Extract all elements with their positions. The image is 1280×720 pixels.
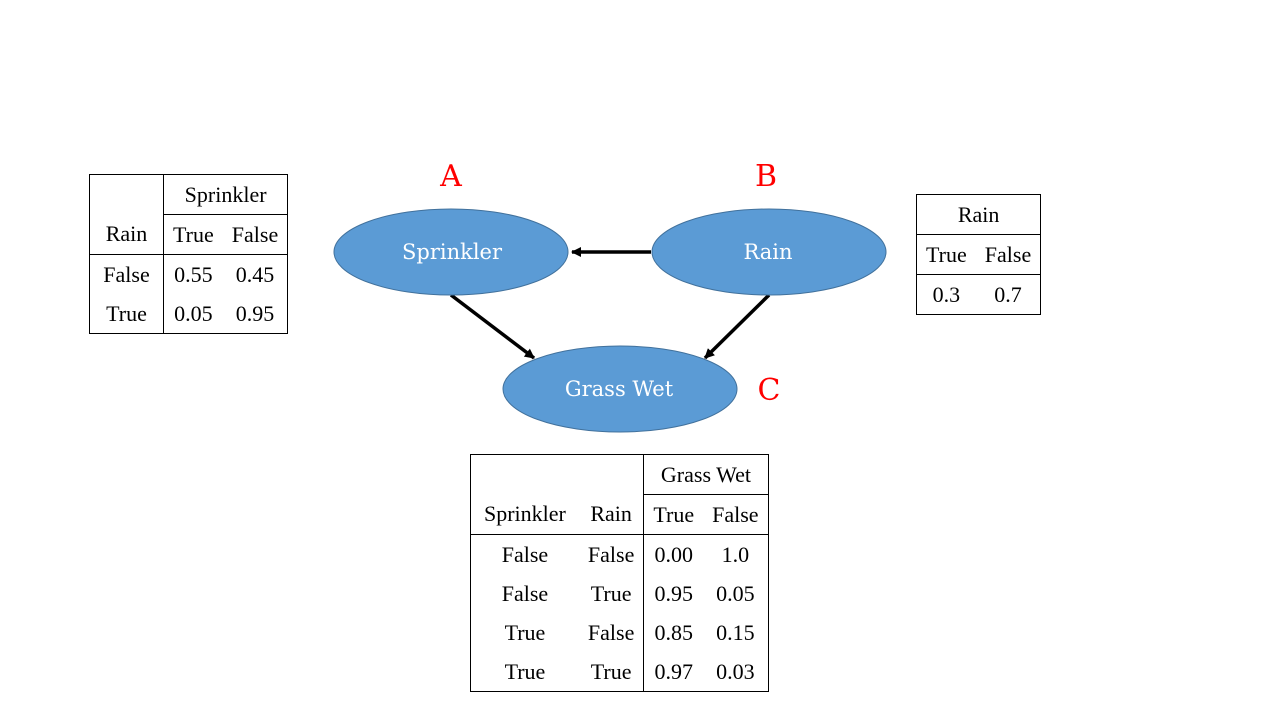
node-sprinkler-label: Sprinkler [402, 240, 503, 264]
rain-cpt-header: Rain [915, 194, 1042, 235]
rain-cpt-col-true: True [915, 234, 976, 275]
sprinkler-cpt-table: Sprinkler Rain True False False 0.55 0.4… [89, 174, 289, 334]
sprinkler-cpt-corner [89, 174, 164, 215]
grass-cpt-cell-false: 1.0 [703, 534, 769, 574]
sprinkler-cpt-given-header: Rain [89, 214, 164, 255]
rain-cpt-cell-true: 0.3 [915, 274, 976, 315]
sprinkler-cpt-cell-false: 0.95 [222, 294, 289, 334]
edge-sprinkler-to-grass-wet [449, 293, 536, 360]
grass-cpt-row-sprinkler: True [469, 652, 579, 692]
grass-cpt-given-rain: Rain [578, 494, 644, 535]
grass-cpt-cell-true: 0.97 [643, 652, 704, 692]
grass-wet-cpt-table: Grass Wet Sprinkler Rain True False Fals… [469, 454, 769, 692]
rain-cpt-table: Rain True False 0.3 0.7 [915, 194, 1042, 315]
grass-cpt-cell-false: 0.03 [703, 652, 769, 692]
grass-cpt-corner [469, 454, 579, 495]
grass-cpt-header: Grass Wet [643, 454, 769, 495]
sprinkler-cpt-header: Sprinkler [162, 174, 289, 215]
grass-cpt-row-rain: True [578, 652, 644, 692]
sprinkler-cpt-cell-true: 0.55 [162, 254, 223, 294]
grass-cpt-row-rain: False [587, 619, 635, 645]
grass-cpt-row-sprinkler: False [469, 574, 579, 613]
edge-rain-to-grass-wet [703, 293, 771, 360]
sprinkler-cpt-row-rain: True [89, 294, 164, 334]
node-letter-c: C [758, 373, 781, 408]
node-letter-a: A [439, 159, 462, 194]
grass-cpt-row-rain: True [590, 580, 632, 606]
grass-cpt-col-false: False [703, 494, 769, 535]
sprinkler-cpt-cell-true: 0.05 [162, 294, 223, 334]
node-grass-wet-label: Grass Wet [565, 377, 674, 401]
rain-cpt-col-false: False [975, 234, 1042, 275]
node-rain-label: Rain [743, 240, 792, 264]
sprinkler-cpt-col-true: True [162, 214, 223, 255]
node-rain: Rain [651, 208, 887, 296]
grass-cpt-given-sprinkler: Sprinkler [469, 494, 579, 535]
grass-cpt-row-rain: False [587, 541, 635, 567]
sprinkler-cpt-cell-false: 0.45 [222, 254, 289, 294]
node-sprinkler: Sprinkler [333, 208, 569, 296]
grass-cpt-row-sprinkler: True [469, 613, 579, 652]
grass-cpt-cell-false: 0.15 [703, 613, 769, 652]
rain-cpt-cell-false: 0.7 [975, 274, 1042, 315]
grass-cpt-cell-false: 0.05 [703, 574, 769, 613]
grass-cpt-corner [578, 454, 644, 495]
grass-cpt-cell-true: 0.95 [643, 574, 704, 613]
node-letter-b: B [755, 159, 777, 194]
sprinkler-cpt-row-rain: False [89, 254, 164, 294]
grass-cpt-col-true: True [643, 494, 704, 535]
grass-cpt-cell-true: 0.85 [643, 613, 704, 652]
grass-cpt-row-sprinkler: False [469, 534, 579, 574]
sprinkler-cpt-col-false: False [222, 214, 289, 255]
node-grass-wet: Grass Wet [502, 345, 738, 433]
grass-cpt-cell-true: 0.00 [643, 534, 704, 574]
